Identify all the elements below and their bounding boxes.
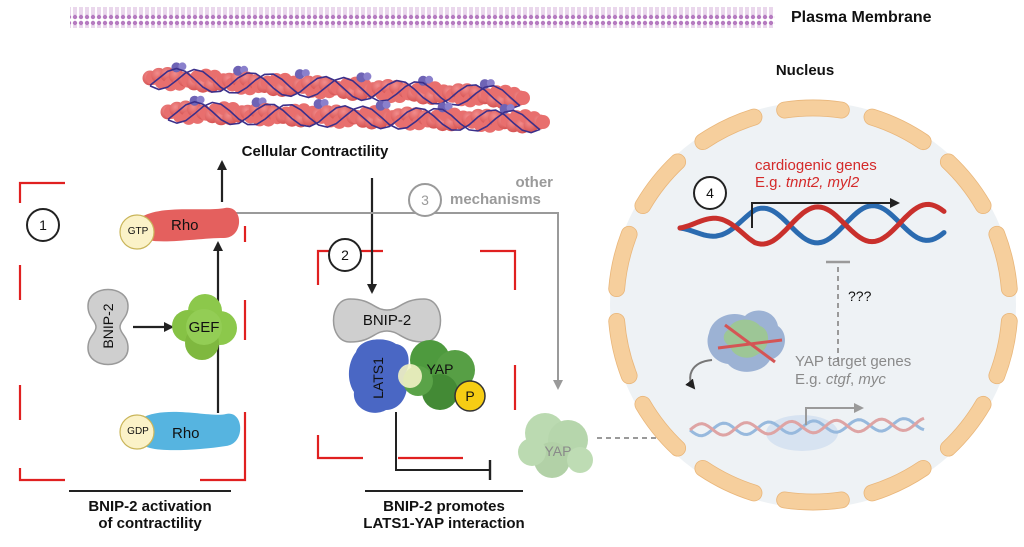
panel1-caption-line1: BNIP-2 activation [88,498,212,515]
cardiogenic-example-genes: tnnt2, myl2 [785,174,860,191]
caption-1-rule [69,490,231,492]
gdp-bead [119,414,155,450]
phospho-label: P [465,388,475,404]
inhibition-line [395,412,490,471]
bnip2-label: BNIP-2 [362,312,412,329]
actin-filaments [142,62,550,134]
cardiogenic-example: E.g. tnnt2, myl2 [755,174,859,191]
lats1-protein [348,339,409,413]
yap-target-example-sep: , [850,371,859,388]
gef-protein [172,294,237,360]
yap-target-example-prefix: E.g. [795,371,826,388]
bnip2-vertical-label: BNIP-2 [100,303,116,349]
plasma-membrane [70,7,775,28]
blocked-yap-complex [707,310,785,372]
nucleus-label: Nucleus [775,62,835,79]
cardiogenic-dna [677,201,947,247]
rho-gdp [135,411,241,451]
yap-target-example: E.g. ctgf, myc [795,371,886,388]
gtp-bead [119,214,155,250]
other-mechanisms-line2: mechanisms [450,191,541,208]
free-yap-label: YAP [544,443,572,459]
rho-gtp [135,207,240,242]
yap-target-example-gene1: ctgf [825,371,851,388]
panel1-caption: BNIP-2 activation of contractility [88,498,211,532]
rho-gdp-label: Rho [172,425,200,442]
gtp-label: GTP [127,226,149,237]
unknown-link-label: ??? [848,288,872,304]
other-mechanisms-label: other [483,174,554,191]
free-yap-protein [518,413,593,478]
lats1-label: LATS1 [370,357,386,399]
step-4-badge: 4 [693,176,727,210]
blocked-yap-arrow [685,359,713,390]
panel1-caption-line2: of contractility [98,515,202,532]
gef-label: GEF [188,319,220,336]
cardiogenic-genes-label: cardiogenic genes [755,157,877,174]
yap-target-dna [689,415,925,451]
cardiogenic-transcription-arrow [751,198,900,228]
arrow-other-mechanisms [235,212,563,390]
panel1-bracket [18,181,247,482]
yap-target-transcription-arrow [805,403,864,425]
step-2-badge: 2 [328,238,362,272]
step-3-badge: 3 [408,183,442,217]
gdp-label: GDP [127,426,149,437]
cellular-contractility-label: Cellular Contractility [241,143,389,160]
panel2-caption-line2: LATS1-YAP interaction [363,515,525,532]
phospho-group [454,380,486,412]
panel2-caption-line1: BNIP-2 promotes [383,498,505,515]
bnip2-dumbbell-1 [87,288,129,366]
step-1-badge: 1 [26,208,60,242]
plasma-membrane-label: Plasma Membrane [791,9,932,26]
yap-target-example-gene2: myc [858,371,886,388]
cardiogenic-example-prefix: E.g. [755,174,786,191]
yap-target-genes-label: YAP target genes [795,353,912,370]
other-mechanisms-line1: other [515,174,554,191]
yap-complex-label: YAP [426,361,454,377]
yap-complex-protein [398,340,475,410]
rho-gtp-label: Rho [171,217,199,234]
caption-2-rule [365,490,523,492]
panel2-caption: BNIP-2 promotes LATS1-YAP interaction [363,498,524,532]
